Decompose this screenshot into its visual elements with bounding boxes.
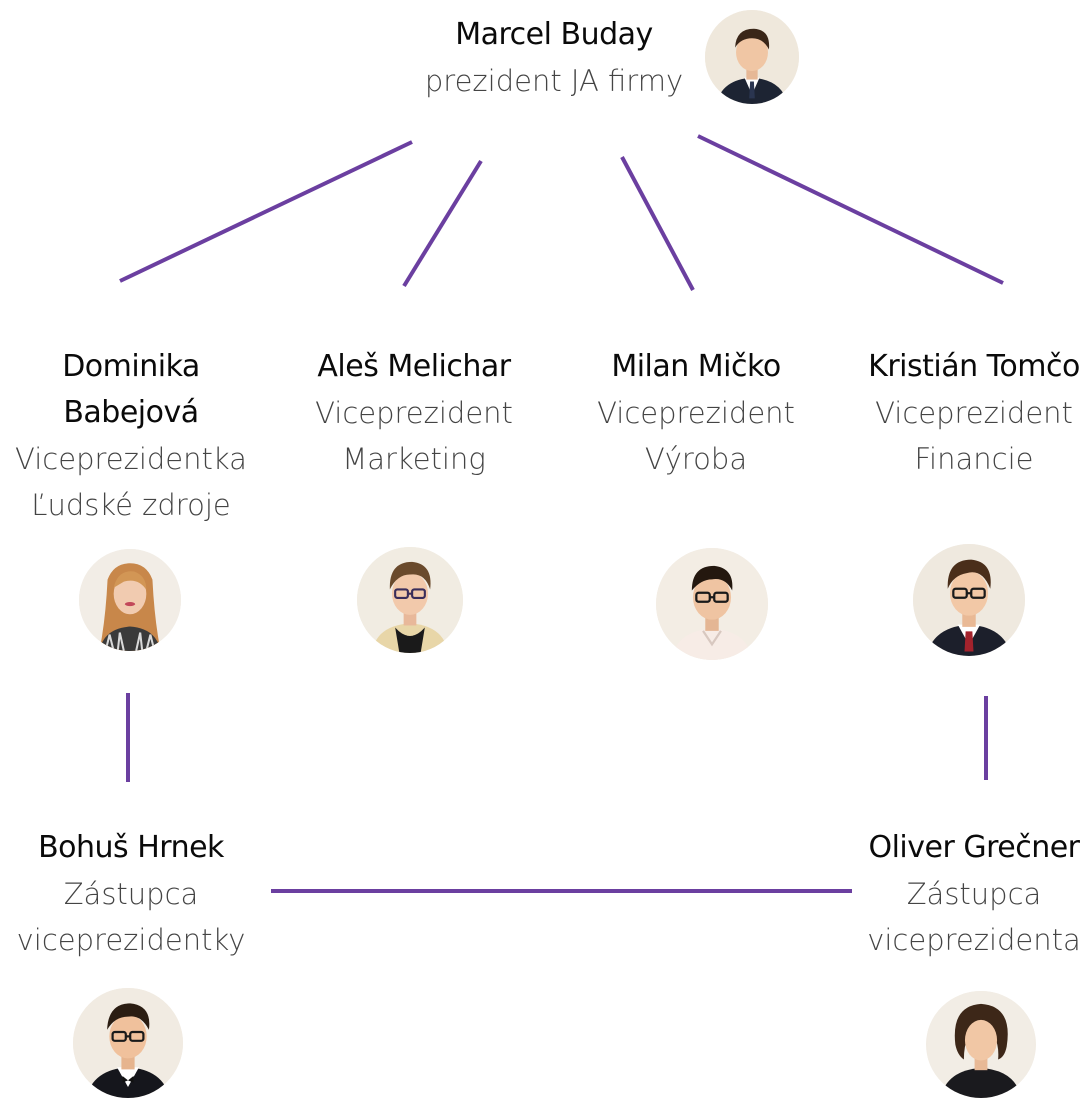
- deputy-finance-avatar: [926, 991, 1036, 1098]
- president-card: Marcel Buday prezident JA firmy: [402, 12, 706, 104]
- vp-production-card: Milan Mičko Viceprezident Výroba: [565, 344, 827, 482]
- vp-production-name: Milan Mičko: [611, 349, 781, 384]
- deputy-finance-name: Oliver Grečner: [868, 830, 1080, 865]
- vp-hr-role-line-2: Ľudské zdroje: [31, 488, 231, 522]
- president-role: prezident JA firmy: [424, 64, 684, 98]
- vp-hr-avatar: [79, 549, 181, 651]
- connector-president-to-marketing: [402, 159, 483, 288]
- vp-hr-name-line-2: Babejová: [63, 395, 199, 430]
- vp-marketing-avatar: [357, 547, 463, 653]
- connector-president-to-production: [620, 156, 695, 291]
- deputy-finance-role-line-2: viceprezidenta: [867, 923, 1081, 957]
- person-photo-icon: [73, 988, 183, 1098]
- president-avatar: [705, 10, 799, 104]
- vp-marketing-card: Aleš Melichar Viceprezident Marketing: [283, 344, 545, 482]
- connector-president-to-finance: [697, 134, 1004, 285]
- deputy-finance-card: Oliver Grečner Zástupca viceprezidenta: [858, 825, 1090, 963]
- vp-production-role-line-2: Výroba: [644, 442, 748, 476]
- deputy-hr-avatar: [73, 988, 183, 1098]
- deputy-finance-role-line-1: Zástupca: [906, 877, 1042, 911]
- deputy-hr-card: Bohuš Hrnek Zástupca viceprezidentky: [0, 825, 262, 963]
- vp-hr-name-line-1: Dominika: [62, 349, 200, 384]
- vp-marketing-name: Aleš Melichar: [317, 349, 511, 384]
- person-photo-icon: [79, 549, 181, 651]
- person-photo-icon: [913, 544, 1025, 656]
- vp-finance-role-line-2: Financie: [914, 442, 1034, 476]
- vp-finance-avatar: [913, 544, 1025, 656]
- vp-finance-role-line-1: Viceprezident: [875, 396, 1073, 430]
- vp-finance-card: Kristián Tomčo Viceprezident Financie: [858, 344, 1090, 482]
- person-photo-icon: [705, 10, 799, 104]
- vp-production-role-line-1: Viceprezident: [597, 396, 795, 430]
- person-photo-icon: [656, 548, 768, 660]
- deputy-hr-role-line-1: Zástupca: [63, 877, 199, 911]
- president-name: Marcel Buday: [455, 17, 653, 52]
- vp-hr-role-line-1: Viceprezidentka: [15, 442, 247, 476]
- deputy-hr-name: Bohuš Hrnek: [38, 830, 224, 865]
- connector-president-to-hr: [119, 140, 413, 283]
- deputy-hr-role-line-2: viceprezidentky: [16, 923, 246, 957]
- vp-marketing-role-line-1: Viceprezident: [315, 396, 513, 430]
- person-photo-icon: [357, 547, 463, 653]
- person-photo-icon: [927, 991, 1035, 1098]
- vp-finance-name: Kristián Tomčo: [868, 349, 1080, 384]
- vp-marketing-role-line-2: Marketing: [342, 442, 486, 476]
- vp-hr-card: Dominika Babejová Viceprezidentka Ľudské…: [0, 344, 262, 528]
- vp-production-avatar: [656, 548, 768, 660]
